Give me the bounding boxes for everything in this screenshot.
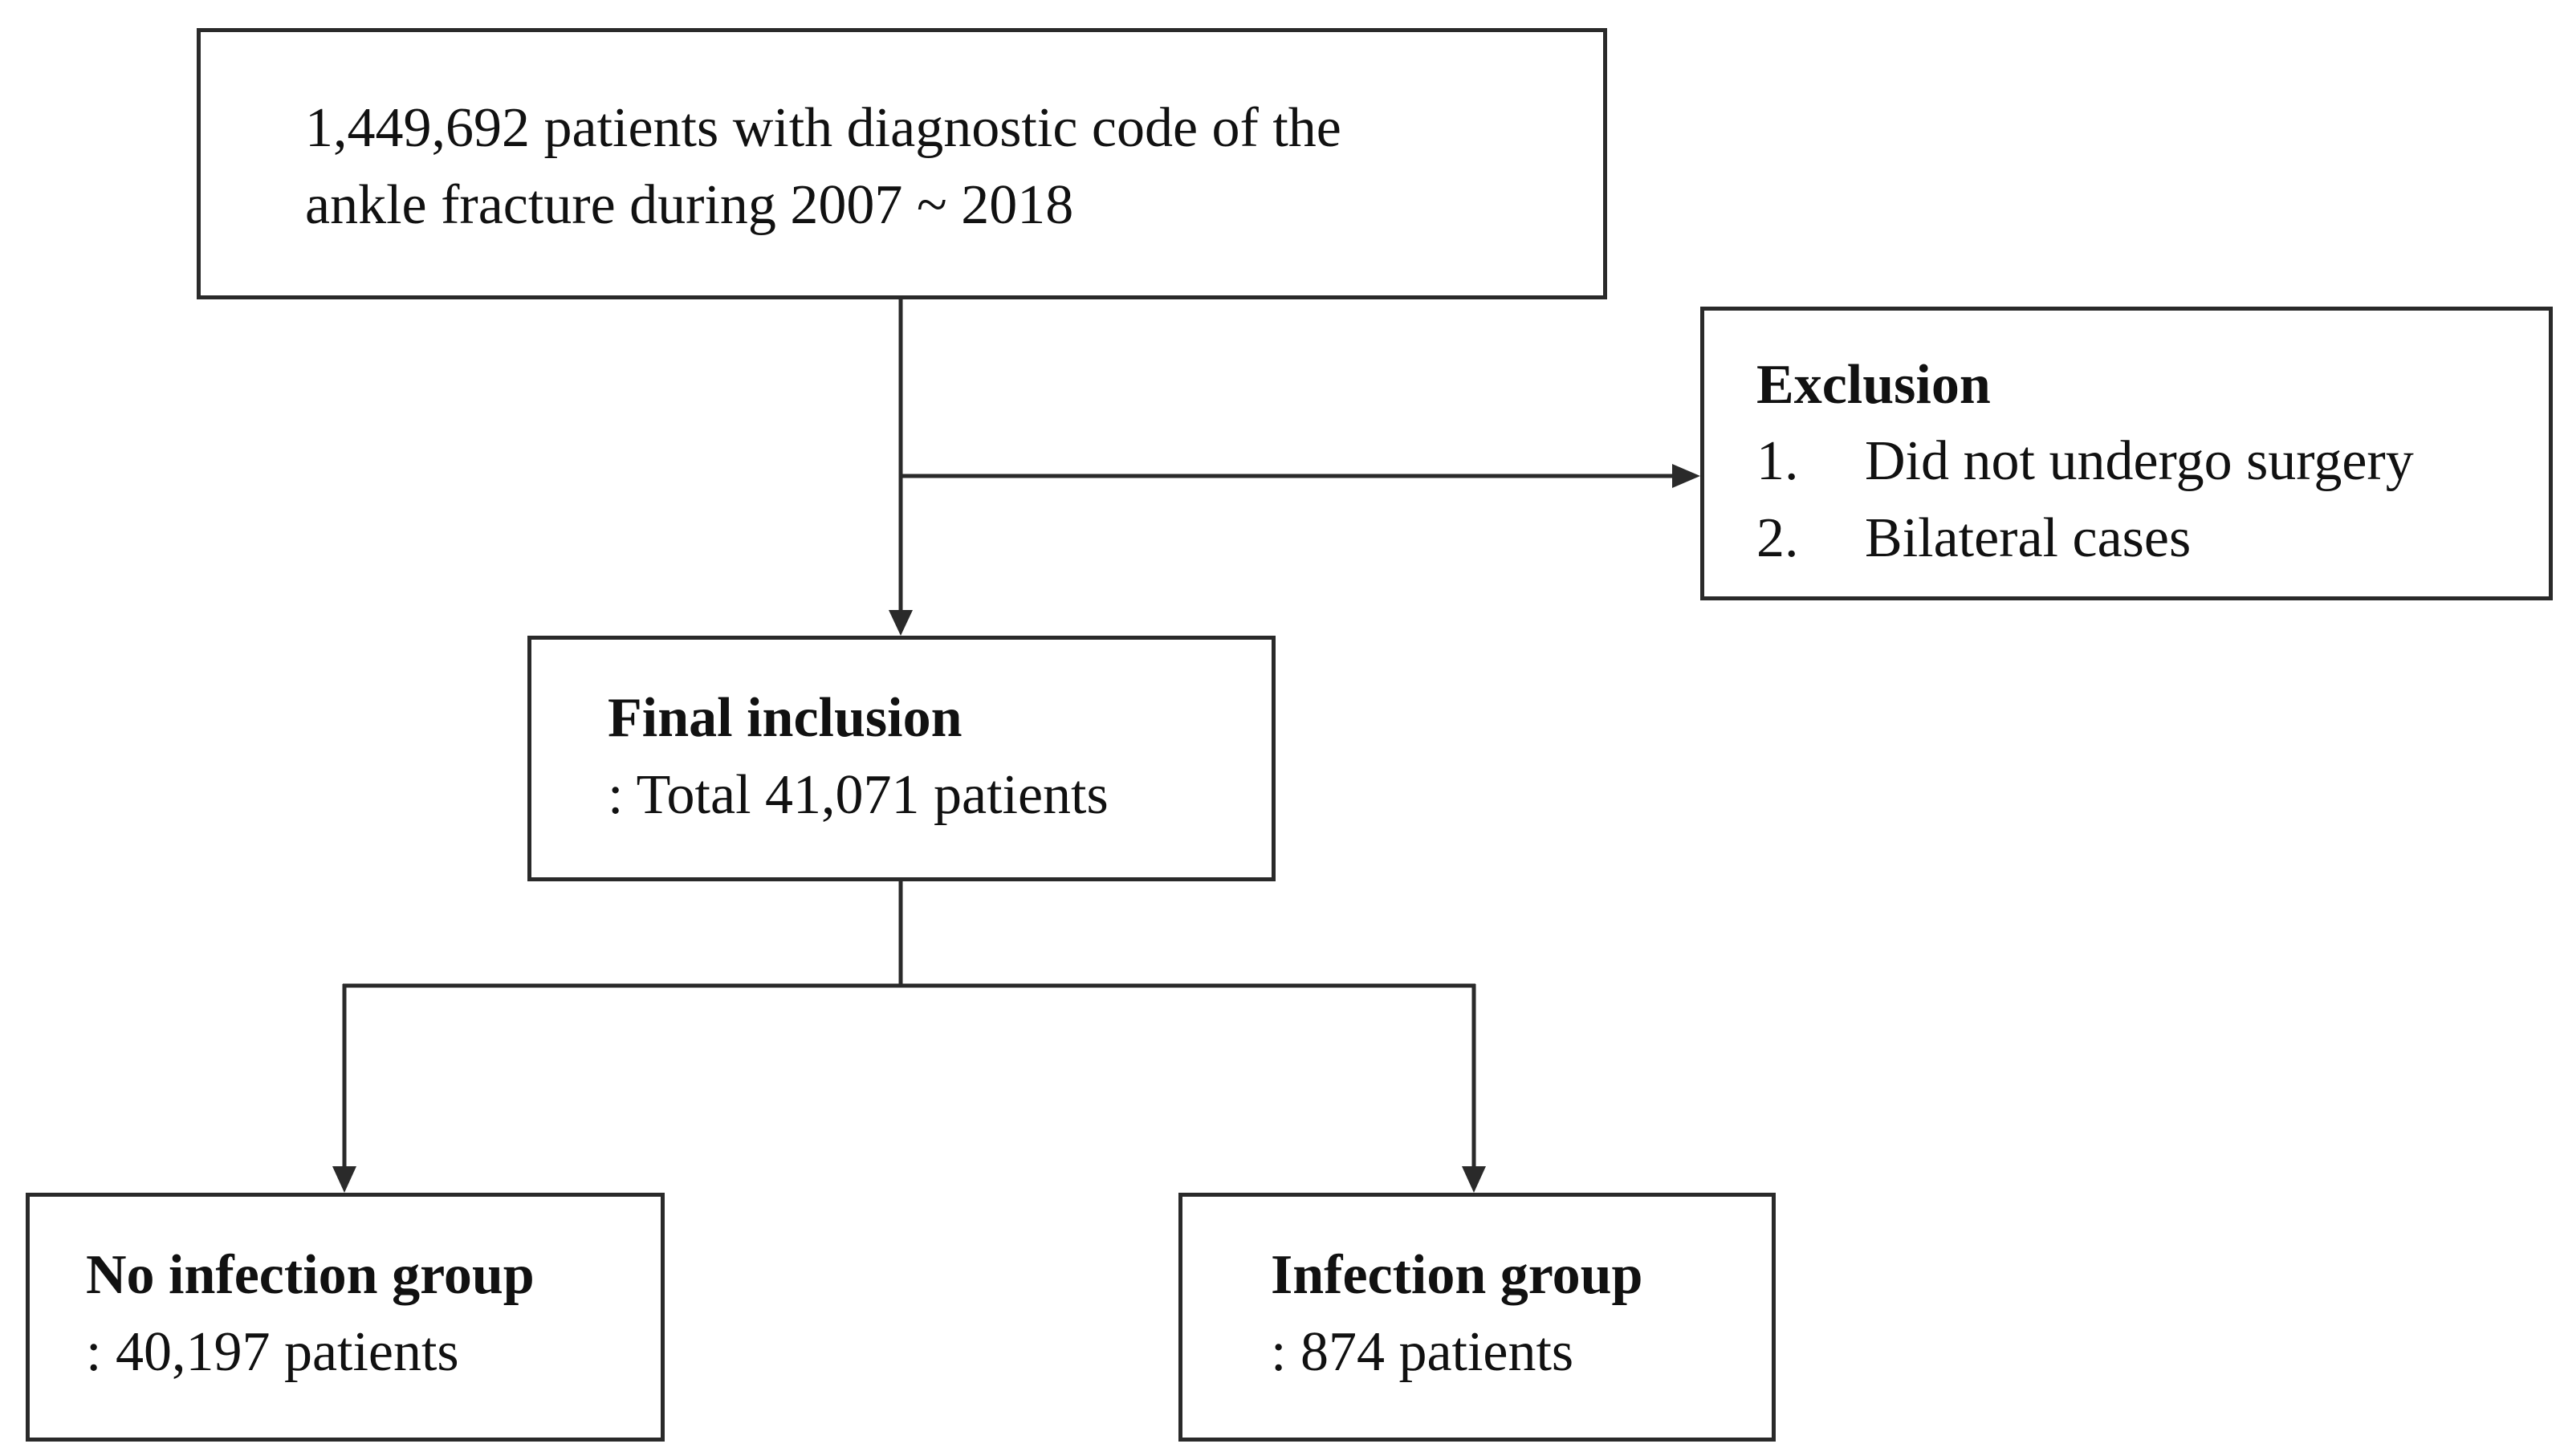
no-infection-detail: : 40,197 patients bbox=[86, 1321, 459, 1383]
infection-title: Infection group bbox=[1271, 1244, 1643, 1306]
source-line-1: 1,449,692 patients with diagnostic code … bbox=[305, 97, 1341, 159]
arrowhead-to-inclusion bbox=[889, 610, 913, 636]
exclusion-title: Exclusion bbox=[1756, 354, 1991, 416]
infection-group-box: Infection group : 874 patients bbox=[1178, 1193, 1776, 1442]
source-line-2: ankle fracture during 2007 ~ 2018 bbox=[305, 174, 1074, 236]
arrowhead-to-no-infection bbox=[332, 1166, 356, 1193]
arrowhead-to-exclusion bbox=[1672, 464, 1700, 488]
source-population-box: 1,449,692 patients with diagnostic code … bbox=[197, 28, 1607, 299]
exclusion-item-1-text: Did not undergo surgery bbox=[1865, 430, 2414, 492]
exclusion-box: Exclusion 1. Did not undergo surgery 2. … bbox=[1700, 307, 2553, 600]
final-inclusion-detail: : Total 41,071 patients bbox=[608, 764, 1109, 826]
arrowhead-to-infection bbox=[1462, 1166, 1486, 1193]
infection-detail: : 874 patients bbox=[1271, 1321, 1574, 1383]
exclusion-item-1-number: 1. bbox=[1756, 430, 1799, 492]
final-inclusion-title: Final inclusion bbox=[608, 687, 963, 749]
no-infection-title: No infection group bbox=[86, 1244, 535, 1306]
final-inclusion-box: Final inclusion : Total 41,071 patients bbox=[527, 636, 1276, 881]
no-infection-group-box: No infection group : 40,197 patients bbox=[26, 1193, 665, 1442]
exclusion-item-2-number: 2. bbox=[1756, 507, 1799, 569]
exclusion-item-2-text: Bilateral cases bbox=[1865, 507, 2192, 569]
